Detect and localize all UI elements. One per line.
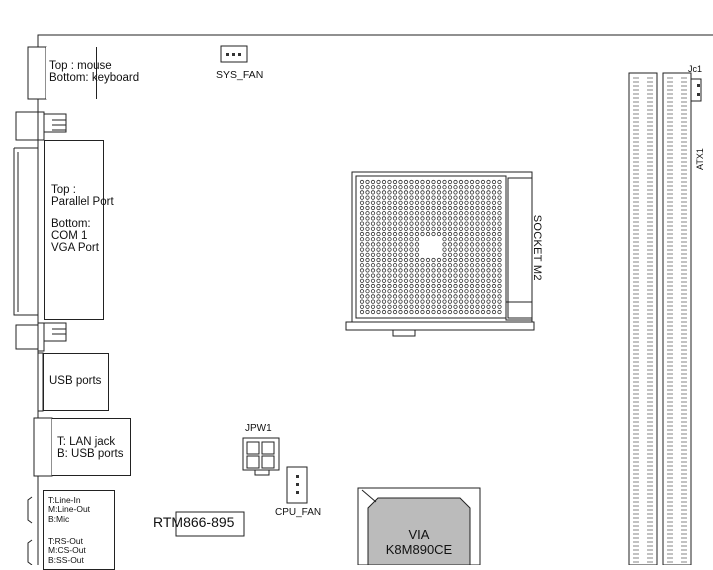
northbridge-outline <box>357 487 481 565</box>
parallel-label: Top : Parallel Port Bottom: COM 1 VGA Po… <box>51 184 114 254</box>
audio-line-5: M:CS-Out <box>48 545 86 556</box>
lan-chip-label: RTM866-895 <box>153 514 235 530</box>
dsub-lower-latch <box>43 322 67 342</box>
dsub-upper-latch <box>43 113 67 133</box>
ps2-label: Top : mouse Bottom: keyboard <box>49 60 139 84</box>
cpu-fan-label: CPU_FAN <box>275 507 322 518</box>
dimm-teeth <box>633 77 687 563</box>
jc1-header <box>690 78 702 102</box>
lan-chip-box <box>175 511 245 537</box>
audio-jack-upper <box>27 496 33 524</box>
parallel-line-2: Parallel Port <box>51 196 114 209</box>
northbridge-label: VIA K8M890CE <box>370 527 468 558</box>
parallel-line-5: VGA Port <box>51 242 99 255</box>
audio-jack-lower <box>27 539 33 565</box>
cpu-socket-inner <box>355 175 507 319</box>
cpu-pin-grid <box>359 179 502 315</box>
dsub-body-outline <box>13 147 38 316</box>
dsub-lower-flange <box>15 324 39 350</box>
board-edge <box>37 34 713 565</box>
audio-label-top: T:Line-In M:Line-Out B:Mic <box>48 495 91 524</box>
cpu-socket-frame <box>351 171 533 323</box>
cpu-socket-lever <box>345 321 535 331</box>
audio-line-3: B:Mic <box>48 513 70 524</box>
parallel-line-3: Bottom: <box>51 218 91 231</box>
sys-fan-label: SYS_FAN <box>216 69 264 81</box>
jc1-label: Jc1 <box>688 64 703 74</box>
ps2-line-2: Bottom: keyboard <box>49 72 140 85</box>
dsub-upper-flange <box>15 111 39 141</box>
dimm-slot-1 <box>628 72 658 565</box>
parallel-line-4: COM 1 <box>51 230 88 243</box>
ps2-connector-tab <box>27 46 47 100</box>
header-pins <box>226 53 700 494</box>
atx1-label: ATX1 <box>695 148 705 170</box>
audio-line-6: B:SS-Out <box>48 554 84 565</box>
socket-side-strip <box>507 177 533 319</box>
socket-label: SOCKET M2 <box>530 214 543 281</box>
lan-line-1: T: LAN jack <box>57 436 116 448</box>
audio-line-1: T:Line-In <box>48 495 81 505</box>
audio-label-bottom: T:RS-Out M:CS-Out B:SS-Out <box>48 536 86 565</box>
parallel-line-1: Top : <box>51 184 76 196</box>
dimm-slot-2 <box>662 72 692 565</box>
lan-line-2: B: USB ports <box>57 448 124 461</box>
northbridge-line-1: VIA <box>408 527 430 542</box>
northbridge-line-2: K8M890CE <box>385 541 453 557</box>
audio-line-4: T:RS-Out <box>48 536 83 546</box>
jpw1-label: JPW1 <box>245 423 272 434</box>
audio-line-2: M:Line-Out <box>48 504 91 515</box>
lan-label: T: LAN jack B: USB ports <box>57 436 123 460</box>
ps2-line-1: Top : mouse <box>49 60 112 72</box>
usb-ports-label: USB ports <box>49 375 102 387</box>
northbridge-heatsink <box>361 489 471 565</box>
